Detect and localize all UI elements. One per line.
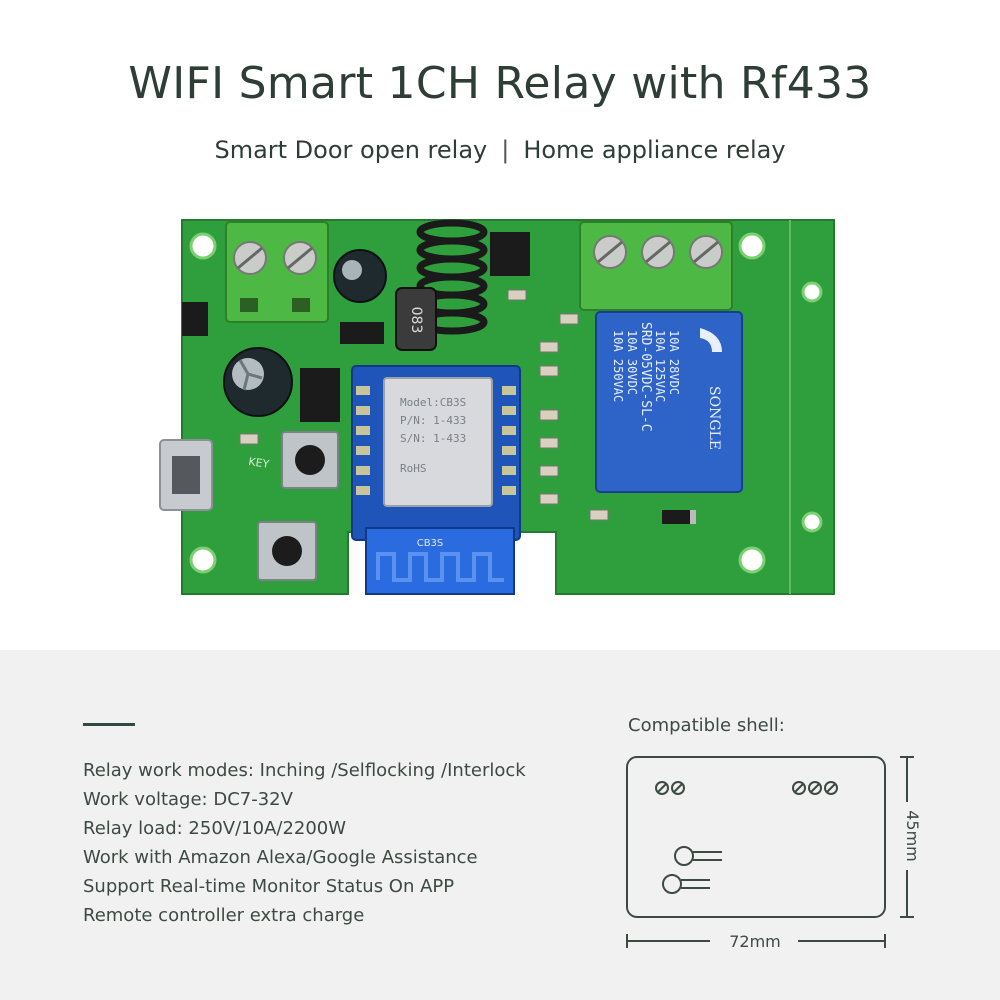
spec-relay-modes: Relay work modes: Inching /Selflocking /… (83, 760, 526, 781)
antenna-label: CB3S (417, 538, 444, 549)
module-rohs-text: RoHS (400, 462, 427, 475)
relay-text-5: 10A 28VDC (667, 330, 681, 395)
spec-divider (83, 723, 135, 726)
relay-brand: SONGLE (706, 386, 722, 450)
inductor-label: 083 (408, 307, 424, 334)
page-title: WIFI Smart 1CH Relay with Rf433 (128, 58, 872, 109)
shell-diagram: 45mm 72mm (626, 756, 922, 951)
key-label: KEY (248, 455, 271, 471)
spec-remote-controller: Remote controller extra charge (83, 905, 365, 926)
spec-monitor-status: Support Real-time Monitor Status On APP (83, 876, 455, 897)
spec-work-voltage: Work voltage: DC7-32V (83, 789, 293, 810)
relay-model-text: SRD-05VDC-SL-C (638, 322, 653, 432)
shell-width-label: 72mm (729, 932, 781, 951)
spec-list: Relay work modes: Inching /Selflocking /… (83, 756, 526, 930)
subtitle-separator: | (501, 136, 510, 164)
relay-board-image: 083 Model:CB3S P/N: 1-433 S/N: 1-433 RoH… (159, 219, 835, 595)
page-subtitle: Smart Door open relay | Home appliance rel… (0, 136, 1000, 164)
shell-height-label: 45mm (903, 810, 922, 862)
relay-text-1: 10A 250VAC (611, 330, 625, 402)
module-sn-text: S/N: 1-433 (400, 432, 466, 445)
module-model-text: Model:CB3S (400, 396, 466, 409)
shell-label: Compatible shell: (628, 715, 785, 736)
relay-text-2: 10A 30VDC (625, 330, 639, 395)
relay-text-4: 10A 125VAC (653, 330, 667, 402)
spec-relay-load: Relay load: 250V/10A/2200W (83, 818, 347, 839)
subtitle-left: Smart Door open relay (214, 136, 488, 164)
module-pn-text: P/N: 1-433 (400, 414, 466, 427)
spec-voice-assistant: Work with Amazon Alexa/Google Assistance (83, 847, 478, 868)
subtitle-right: Home appliance relay (523, 136, 786, 164)
